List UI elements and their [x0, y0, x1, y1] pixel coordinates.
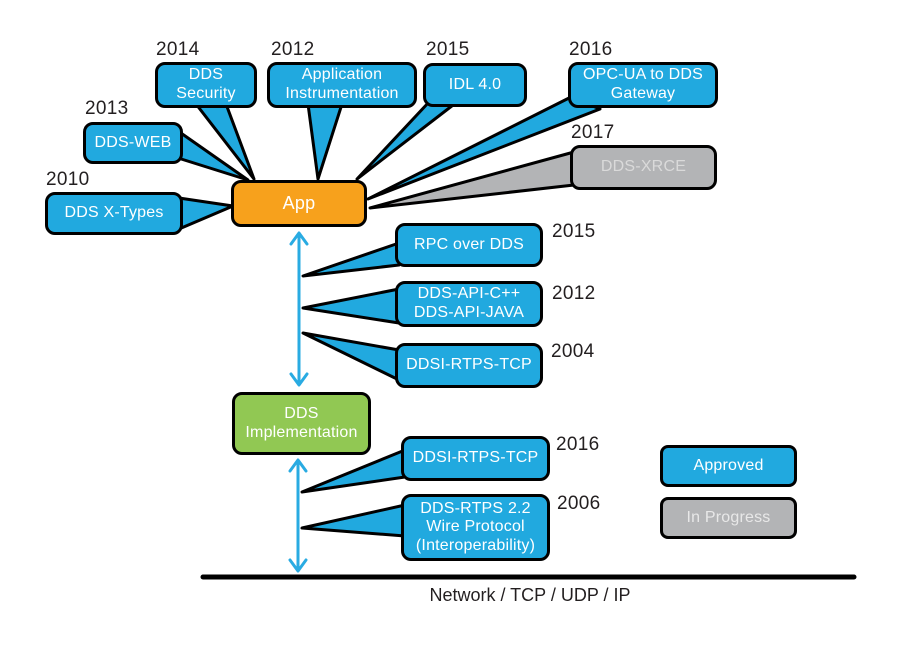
node-label: DDSI-RTPS-TCP [412, 449, 539, 467]
node-application-instrumentation: Application Instrumentation [267, 62, 417, 108]
node-dds-x-types: DDS X-Types [45, 192, 183, 235]
node-dds-web: DDS-WEB [83, 122, 183, 164]
node-label: Implementation [245, 423, 358, 441]
tail-rpc-over-dds [301, 241, 401, 278]
arrow-up-icon [289, 231, 309, 246]
tail-dds-rtps-wire [300, 503, 407, 538]
tail-dds-x-types [177, 196, 235, 231]
year-label-ddsi-rtps-tcp-2004: 2004 [551, 341, 595, 362]
node-rpc-over-dds: RPC over DDS [395, 223, 543, 267]
year-label-dds-api: 2012 [552, 283, 596, 304]
network-baseline-label: Network / TCP / UDP / IP [429, 585, 631, 605]
tail-dds-api [301, 287, 401, 325]
year-label-idl-4-0: 2015 [426, 39, 470, 60]
year-label-dds-xrce: 2017 [571, 122, 615, 143]
arrow-up-icon [288, 458, 308, 473]
node-idl-4-0: IDL 4.0 [423, 63, 527, 107]
tail-ddsi-rtps-tcp-2004 [301, 331, 401, 382]
node-label: Application [301, 66, 383, 84]
node-label: RPC over DDS [414, 235, 524, 253]
legend-approved: Approved [660, 445, 797, 487]
node-app: App [231, 180, 367, 227]
node-opc-ua-gateway: OPC-UA to DDS Gateway [568, 62, 718, 108]
node-dds-api: DDS-API-C++ DDS-API-JAVA [395, 281, 543, 327]
node-label: Security [176, 85, 236, 102]
arrow-down-icon [289, 372, 309, 387]
node-ddsi-rtps-tcp-2004: DDSI-RTPS-TCP [395, 343, 543, 388]
tail-dds-xrce [368, 150, 576, 210]
year-label-dds-rtps-wire: 2006 [557, 493, 601, 514]
legend-in-progress: In Progress [660, 497, 797, 539]
node-label: DDSI-RTPS-TCP [406, 356, 532, 374]
node-label: App [282, 193, 316, 214]
year-label-dds-web: 2013 [85, 98, 129, 119]
node-dds-implementation: DDS Implementation [232, 392, 371, 455]
legend-label: In Progress [686, 508, 771, 526]
tail-application-instrumentation [306, 102, 344, 181]
node-label: DDS-RTPS 2.2 [420, 499, 531, 517]
node-dds-xrce: DDS-XRCE [570, 145, 717, 190]
year-label-rpc-over-dds: 2015 [552, 221, 596, 242]
node-label: DDS [188, 66, 224, 84]
year-label-application-instrumentation: 2012 [271, 39, 315, 60]
node-label: (Interoperability) [415, 536, 536, 554]
arrow-down-icon [288, 558, 308, 573]
node-label: DDS-WEB [94, 133, 172, 151]
node-label: DDS-XRCE [600, 158, 687, 176]
node-label: DDS-API-C++ [417, 285, 521, 303]
node-ddsi-rtps-tcp-2016: DDSI-RTPS-TCP [401, 436, 550, 481]
node-label: DDS [284, 404, 319, 422]
node-label: DDS-API-JAVA [413, 304, 525, 321]
node-label: Instrumentation [285, 85, 399, 102]
legend-label: Approved [693, 456, 764, 474]
node-label: DDS X-Types [64, 204, 164, 222]
year-label-dds-x-types: 2010 [46, 169, 90, 190]
year-label-dds-security: 2014 [156, 39, 200, 60]
tail-ddsi-rtps-tcp-2016 [300, 448, 407, 494]
year-label-opc-ua-gateway: 2016 [569, 39, 613, 60]
node-dds-rtps-wire: DDS-RTPS 2.2 Wire Protocol (Interoperabi… [401, 494, 550, 561]
node-label: OPC-UA to DDS [583, 66, 703, 84]
node-label: Wire Protocol [426, 518, 525, 536]
node-label: IDL 4.0 [448, 75, 502, 93]
node-label: Gateway [610, 85, 676, 102]
year-label-ddsi-rtps-tcp-2016: 2016 [556, 434, 600, 455]
node-dds-security: DDS Security [155, 62, 257, 108]
